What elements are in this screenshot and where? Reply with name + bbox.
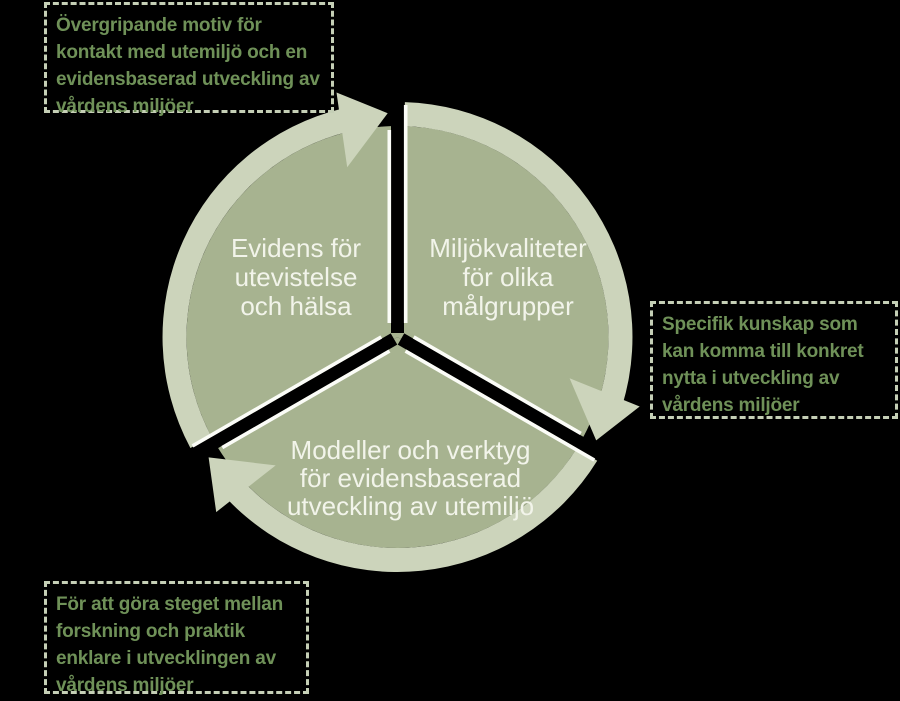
annotation-text: kan komma till konkret: [662, 341, 864, 362]
segment-label-evidens: Evidens för utevistelse och hälsa: [186, 234, 406, 321]
segment-text: utevistelse: [234, 262, 358, 292]
annotation-text: enklare i utvecklingen av: [56, 648, 276, 669]
annotation-text: vårdens miljöer: [56, 96, 194, 117]
annotation-text: nytta i utveckling av: [662, 368, 840, 389]
annotation-box-overview-motive: Övergripande motiv för kontakt med utemi…: [44, 2, 334, 117]
annotation-text: kontakt med utemiljö och en: [56, 42, 308, 63]
segment-edge-line: [404, 349, 596, 462]
cycle-arc-band: [227, 448, 598, 573]
segment-text: Modeller och verktyg: [290, 435, 531, 465]
annotation-box-research-practice: För att göra steget mellan forskning och…: [44, 581, 309, 696]
segment-edge-line: [412, 335, 582, 435]
segment-text: Evidens för: [230, 233, 362, 263]
annotation-text: För att göra steget mellan: [56, 594, 284, 615]
annotation-text: evidensbaserad utveckling av: [56, 69, 320, 90]
annotation-text: forskning och praktik: [56, 621, 246, 642]
annotation-text: vårdens miljöer: [662, 395, 800, 416]
annotation-text: Övergripande motiv för: [56, 15, 262, 36]
segment-label-miljokvaliteter: Miljökvaliteter för olika målgrupper: [398, 234, 618, 321]
segment-gap: [170, 333, 398, 472]
segment-gap: [397, 333, 625, 472]
segment-edge-line: [221, 349, 391, 450]
annotation-text: Specifik kunskap som: [662, 314, 858, 335]
segment-text: utveckling av utemiljö: [286, 491, 535, 521]
cycle-arrowhead: [208, 457, 276, 513]
segment-label-modeller: Modeller och verktyg för evidensbaserad …: [268, 436, 553, 520]
cycle-arrowhead: [336, 92, 388, 168]
annotation-text: vårdens miljöer: [56, 675, 194, 696]
annotation-box-specific-knowledge: Specifik kunskap som kan komma till konk…: [650, 301, 898, 419]
cycle-arc-band: [404, 102, 633, 404]
segment-text: för evidensbaserad: [299, 463, 522, 493]
wedge-modeller: [214, 337, 581, 548]
segment-text: Miljökvaliteter: [429, 233, 587, 263]
cycle-arc-band: [162, 108, 349, 448]
cycle-arrowhead: [569, 378, 640, 441]
segment-text: målgrupper: [442, 291, 574, 321]
segment-text: och hälsa: [240, 291, 352, 321]
segment-edge-line: [191, 335, 383, 448]
segment-text: för olika: [462, 262, 554, 292]
